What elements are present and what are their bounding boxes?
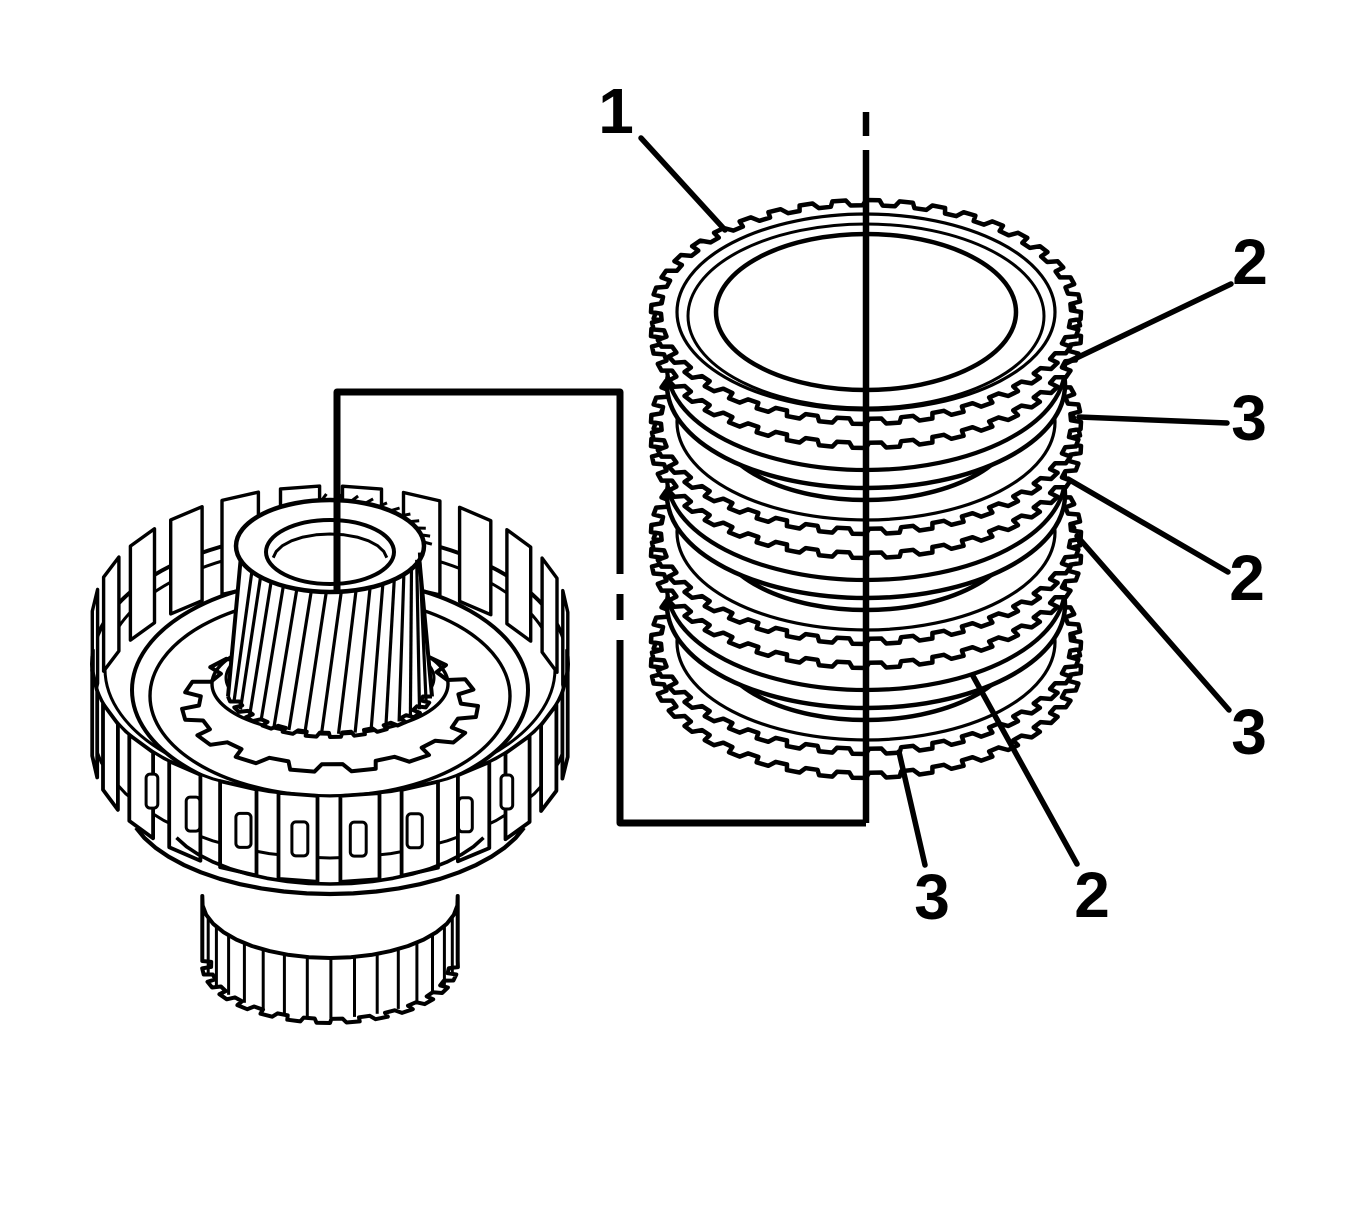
drum-front-tooth [101, 701, 120, 812]
helical-tooth-line [369, 583, 385, 731]
drum-underside-arc-outer [134, 826, 526, 897]
helical-tooth-line [287, 590, 313, 731]
callout-label-2c: 2 [1074, 859, 1110, 931]
drum-tooth-slot [405, 812, 424, 850]
leader-line-2c [970, 673, 1080, 867]
leader-line-1 [638, 135, 728, 233]
drum-back-tooth [505, 528, 533, 643]
helical-tooth-line [248, 581, 273, 717]
leader-line-3c [896, 749, 928, 868]
drum-front-tooth [503, 734, 532, 842]
helical-tooth-line [272, 588, 299, 727]
bracket-line-solid-bottom [616, 650, 866, 827]
drum-tooth-slot [457, 796, 474, 834]
callout-leaders [638, 135, 1234, 868]
leader-line-3b [1074, 533, 1232, 713]
drum-front-tooth [560, 669, 570, 781]
pinion-crest-tick [320, 493, 328, 502]
drum-tooth-slot [499, 773, 515, 811]
helical-tooth-line [336, 589, 358, 734]
drum-front-tooth [539, 702, 559, 813]
helical-tooth-line [232, 569, 254, 703]
steel-plate-face [648, 197, 1084, 427]
drum-back-tooth [540, 556, 559, 674]
callout-label-3c: 3 [914, 861, 950, 933]
drum-back-tooth [128, 527, 157, 642]
drum-front-tooth [90, 667, 100, 780]
callout-labels: 1 2 3 2 3 3 2 [598, 75, 1268, 933]
leader-line-3a [1076, 414, 1230, 426]
bracket-line-solid-top [333, 388, 624, 593]
helical-tooth-line [397, 573, 406, 722]
pinion-side-left [226, 558, 243, 697]
drum-front-tooth [127, 733, 155, 841]
drum-back-tooth [101, 555, 121, 673]
callout-label-1: 1 [598, 75, 634, 147]
drum-tooth-slot [348, 820, 368, 858]
helical-tooth-line [238, 575, 263, 710]
pinion-crest-tick [420, 533, 431, 538]
pinion-bore-depth [271, 532, 389, 559]
pinion-base-teeth-edge [226, 694, 432, 739]
helical-tooth-line [259, 585, 285, 722]
pinion-crest-tick [389, 506, 401, 513]
drum-back-tooth [457, 505, 493, 617]
drum-tooth-slot [234, 811, 253, 849]
callout-label-2a: 2 [1232, 226, 1268, 298]
callout-label-3b: 3 [1231, 696, 1267, 768]
drum-tooth-slot [184, 795, 202, 833]
pinion-crest-tick [364, 497, 374, 505]
pinion-crest-tick [377, 501, 388, 508]
helical-tooth-line [303, 591, 328, 733]
drum-underside-arc-inner [175, 836, 485, 886]
sun-gear-drum-assembly [90, 484, 570, 1025]
helical-tooth-line [417, 552, 428, 703]
drum-tooth-slot [144, 772, 160, 810]
callout-label-3a: 3 [1231, 382, 1267, 454]
pinion-crest-tick [423, 540, 433, 546]
drum-back-tooth [169, 505, 204, 616]
line-art [90, 112, 1084, 1025]
helical-tooth-line [415, 559, 422, 710]
pinion-bore [264, 518, 396, 586]
drum-tooth-slot [290, 820, 310, 858]
leader-line-2a [1063, 281, 1234, 366]
alignment-bracket [333, 388, 866, 827]
pinion-crest-tick [350, 494, 359, 503]
pinion-crest-tick [400, 512, 411, 518]
helical-tooth-line [384, 578, 396, 727]
helical-tooth-line [408, 566, 414, 716]
helical-tooth-line [319, 591, 343, 735]
pinion-crest-tick [409, 519, 420, 524]
helical-tooth-line [353, 587, 372, 733]
callout-label-2b: 2 [1229, 542, 1265, 614]
leader-line-2b [1065, 476, 1231, 575]
